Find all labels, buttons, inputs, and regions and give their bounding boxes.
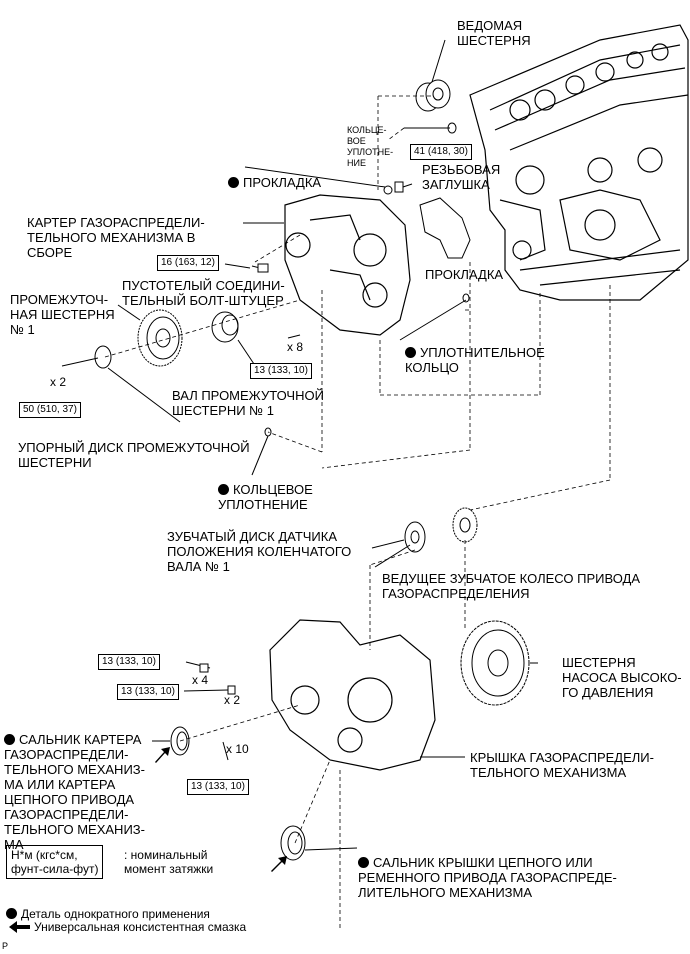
torque-13-a: 13 (133, 10) (250, 363, 312, 379)
timing-cover-shape (269, 619, 436, 771)
drive-gear-label: ВЕДУЩЕЕ ЗУБЧАТОЕ КОЛЕСО ПРИВОДА ГАЗОРАСП… (382, 571, 640, 601)
hp-pump-gear-shape (460, 620, 530, 706)
single-use-dot (4, 734, 15, 745)
grease-arrow-cover (271, 856, 287, 872)
threaded-plug-shape (394, 181, 413, 193)
oil-seal-cover-label: САЛЬНИК КРЫШКИ ЦЕПНОГО ИЛИ РЕМЕННОГО ПРИ… (358, 855, 617, 900)
torque-13-d: 13 (133, 10) (187, 779, 249, 795)
o-ring-mid-label: КОЛЬЦЕВОЕ УПЛОТНЕНИЕ (218, 482, 313, 512)
timing-cover-label: КРЫШКА ГАЗОРАСПРЕДЕЛИ- ТЕЛЬНОГО МЕХАНИЗМ… (470, 750, 654, 780)
threaded-plug-label: РЕЗЬБОВАЯ ЗАГЛУШКА (422, 162, 501, 192)
seal-ring-label: УПЛОТНИТЕЛЬНОЕ КОЛЬЦО (405, 345, 545, 375)
thrust-plate-label: УПОРНЫЙ ДИСК ПРОМЕЖУТОЧНОЙ ШЕСТЕРНИ (18, 440, 250, 470)
legend-grease: Универсальная консистентная смазка (34, 920, 247, 934)
idler-gear-shape (137, 309, 183, 367)
idler-gear-label: ПРОМЕЖУТОЧ- НАЯ ШЕСТЕРНЯ № 1 (10, 292, 115, 337)
drive-gear-shape (452, 507, 478, 543)
legend-single-use: Деталь однократного применения (6, 892, 210, 922)
torque-16: 16 (163, 12) (157, 255, 219, 271)
corner-mark: P (2, 941, 9, 951)
oil-seal-case-label: САЛЬНИК КАРТЕРА ГАЗОРАСПРЕДЕЛИ- ТЕЛЬНОГО… (4, 732, 145, 852)
union-bolt-label: ПУСТОТЕЛЫЙ СОЕДИНИ- ТЕЛЬНЫЙ БОЛТ-ШТУЦЕР (122, 278, 285, 308)
driven-gear-shape (415, 39, 451, 112)
single-use-dot (358, 857, 369, 868)
single-use-dot (218, 484, 229, 495)
torque-41: 41 (418, 30) (410, 144, 472, 160)
gasket-right-label: ПРОКЛАДКА (425, 267, 504, 282)
torque-13-c: 13 (133, 10) (117, 684, 179, 700)
hp-pump-gear-label: ШЕСТЕРНЯ НАСОСА ВЫСОКО- ГО ДАВЛЕНИЯ (562, 655, 682, 700)
single-use-dot (405, 347, 416, 358)
qty-x4: x 4 (192, 673, 209, 687)
timing-case-shape (284, 194, 411, 336)
legend-units-box: Н*м (кгс*см, фунт-сила-фут) (6, 845, 104, 879)
idler-shaft-label: ВАЛ ПРОМЕЖУТОЧНОЙ ШЕСТЕРНИ № 1 (172, 388, 324, 418)
qty-x8: x 8 (287, 340, 304, 354)
crank-plate-shape (404, 521, 426, 553)
timing-case-label: КАРТЕР ГАЗОРАСПРЕДЕЛИ- ТЕЛЬНОГО МЕХАНИЗМ… (27, 215, 205, 260)
torque-50: 50 (510, 37) (19, 402, 81, 418)
grease-arrow-case (155, 747, 170, 763)
driven-gear-label: ВЕДОМАЯ ШЕСТЕРНЯ (457, 18, 531, 48)
legend-units-desc: : номинальный момент затяжки (124, 848, 214, 876)
single-use-dot (228, 177, 239, 188)
qty-x2-b: x 2 (224, 693, 241, 707)
engine-block (469, 24, 689, 301)
grease-arrow-legend (9, 921, 30, 933)
idler-shaft-shape (211, 311, 239, 343)
single-use-dot (6, 908, 17, 919)
crank-sensor-plate-label: ЗУБЧАТЫЙ ДИСК ДАТЧИКА ПОЛОЖЕНИЯ КОЛЕНЧАТ… (167, 529, 352, 574)
gasket-right-shape (419, 197, 471, 259)
gasket-top-label: ПРОКЛАДКА (228, 160, 321, 190)
qty-x2-a: x 2 (50, 375, 67, 389)
qty-x10: x 10 (226, 742, 249, 756)
o-ring-top-label: КОЛЬЦЕ- ВОЕ УПЛОТНЕ- НИЕ (347, 125, 394, 168)
torque-13-b: 13 (133, 10) (98, 654, 160, 670)
